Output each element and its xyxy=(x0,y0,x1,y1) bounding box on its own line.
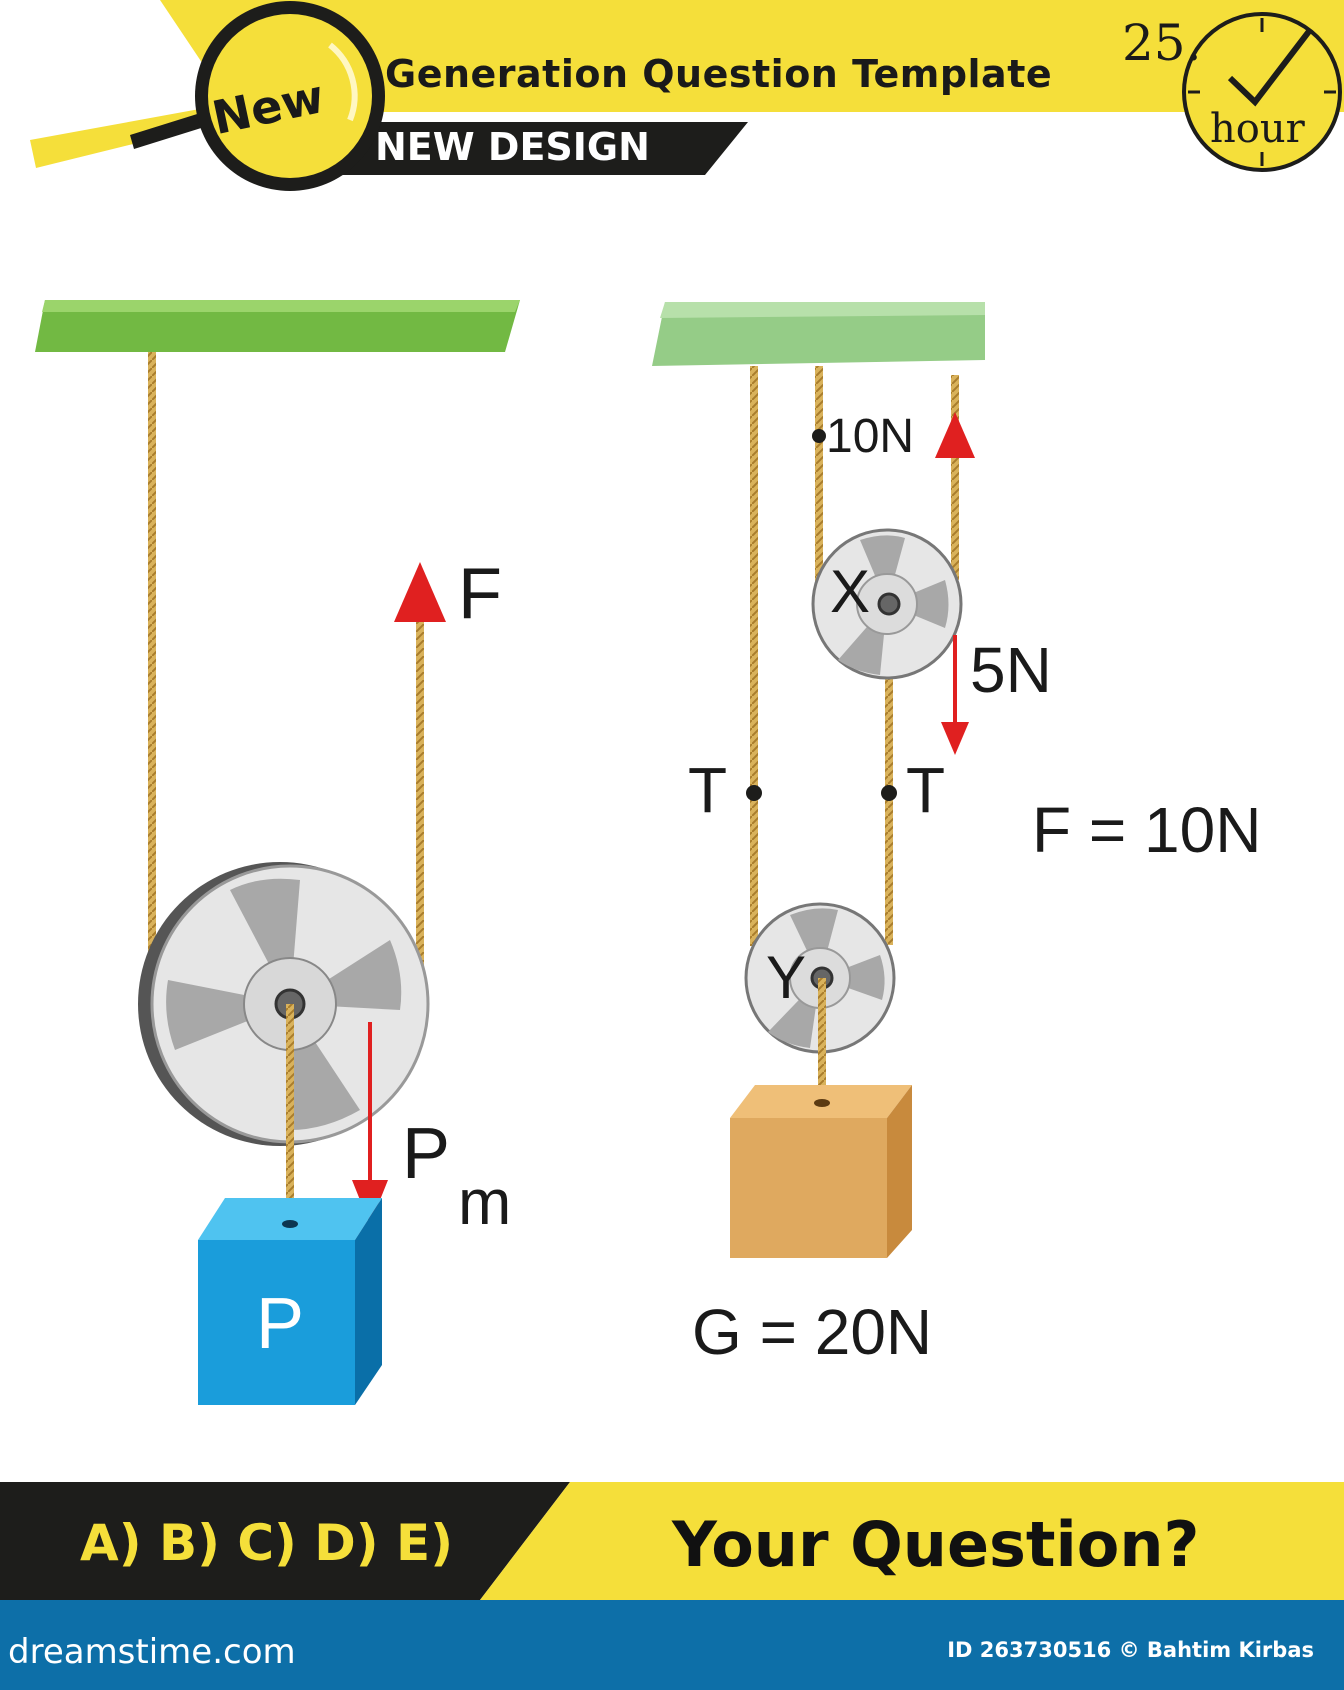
clock-icon xyxy=(1182,12,1342,172)
answer-options: A) B) C) D) E) xyxy=(80,1514,454,1572)
rope-point-t-left xyxy=(746,785,762,801)
tension-left-label: T xyxy=(688,754,728,826)
right-rope-3 xyxy=(951,375,959,580)
clock-word: hour xyxy=(1210,106,1305,152)
right-rope-4 xyxy=(885,600,893,945)
right-rope-to-block xyxy=(818,978,826,1103)
rope-point-10n xyxy=(812,429,826,443)
block-weight-label: G = 20N xyxy=(692,1296,933,1368)
pulley-y-label: Y xyxy=(766,944,807,1011)
left-rope-fixed xyxy=(148,352,156,962)
pulley-x xyxy=(811,528,963,680)
force-f-label: F xyxy=(458,554,502,634)
footer-banner xyxy=(0,1482,1344,1690)
force-f-arrow xyxy=(394,562,446,622)
left-rope-to-block xyxy=(286,1004,294,1222)
pulley-x-label: X xyxy=(830,558,871,625)
magnifier-handle-icon xyxy=(30,108,214,168)
header-subtitle: NEW DESIGN xyxy=(375,125,650,169)
clock-number: 25. xyxy=(1122,14,1202,72)
rope-force-10n-label: 10N xyxy=(826,410,915,463)
question-prompt: Your Question? xyxy=(672,1508,1200,1581)
watermark-site: dreamstime.com xyxy=(8,1632,296,1672)
left-ceiling xyxy=(35,300,520,352)
new-badge-circle xyxy=(195,1,385,191)
applied-force-label: F = 10N xyxy=(1032,794,1262,866)
down-arrow-5n xyxy=(941,635,969,755)
header-banner xyxy=(160,0,1344,175)
left-pulley xyxy=(138,862,430,1146)
block-p xyxy=(198,1198,382,1405)
left-rope-pulled xyxy=(416,620,424,990)
right-rope-1 xyxy=(750,366,758,946)
weight-pm-label-main: P xyxy=(402,1114,451,1194)
right-ceiling xyxy=(652,302,985,366)
block-g xyxy=(730,1085,912,1258)
rope-point-t-right xyxy=(881,785,897,801)
up-arrow-10n xyxy=(935,412,975,458)
weight-pm-label-sub: m xyxy=(458,1166,512,1238)
block-p-label: P xyxy=(256,1284,305,1364)
down-force-5n-label: 5N xyxy=(970,634,1052,706)
watermark-credit: ID 263730516 © Bahtim Kirbas xyxy=(947,1638,1314,1662)
header-title: Generation Question Template xyxy=(385,52,1053,96)
tension-right-label: T xyxy=(906,754,946,826)
right-rope-2 xyxy=(815,366,823,596)
